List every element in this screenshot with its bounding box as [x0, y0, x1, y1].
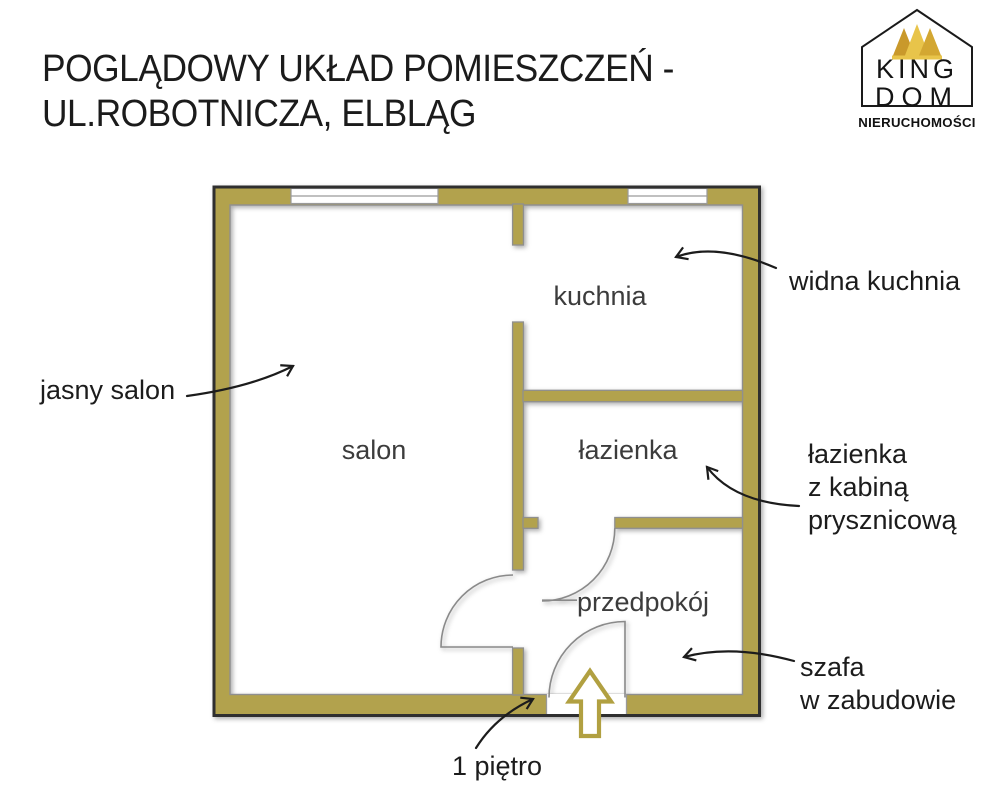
page-title-line2: UL.ROBOTNICZA, ELBLĄG: [42, 92, 477, 135]
window-kuchnia: [627, 187, 708, 205]
inner-wall-line: [229, 204, 744, 696]
arrow-lazienka-kabina: [705, 465, 801, 508]
page-title-line1: POGLĄDOWY UKŁAD POMIESZCZEŃ -: [42, 48, 674, 91]
annotation-szafa: szafa w zabudowie: [799, 652, 956, 715]
wall-kuchnia-lazienka: [522, 389, 744, 403]
door-entrance: [548, 620, 626, 698]
annotation-arrows: [185, 246, 801, 750]
perimeter-outline: [212, 185, 761, 717]
wall-lazienka-hall-stub: [522, 516, 539, 529]
door-lazienka: [541, 528, 616, 602]
logo-crown-icon: [892, 24, 942, 60]
page-title: POGLĄDOWY UKŁAD POMIESZCZEŃ - UL.ROBOTNI…: [42, 47, 674, 135]
annotation-pietro: 1 piętro: [452, 751, 542, 781]
door-salon: [440, 574, 514, 648]
window-salon: [290, 187, 439, 205]
entrance-arrow-icon: [565, 667, 615, 739]
svg-text:łazienka: łazienka: [808, 439, 908, 469]
wall-lazienka-hall-right: [614, 516, 744, 529]
svg-text:prysznicową: prysznicową: [808, 505, 958, 535]
svg-text:z kabiną: z kabiną: [808, 472, 910, 502]
room-label-przedpokoj: przedpokój: [577, 587, 709, 617]
apartment-outline: [212, 185, 761, 717]
room-label-lazienka: łazienka: [578, 435, 678, 465]
annotation-lazienka-kabina: łazienka z kabiną prysznicową: [808, 439, 958, 535]
svg-text:szafa: szafa: [800, 652, 866, 682]
annotation-widna-kuchnia: widna kuchnia: [788, 266, 961, 296]
arrow-widna-kuchnia: [674, 246, 778, 270]
agency-logo: KING DOM NIERUCHOMOŚCI: [858, 8, 975, 130]
logo-text-king: KING: [876, 54, 958, 84]
arrow-jasny-salon: [185, 364, 295, 398]
arrow-pietro: [474, 696, 535, 750]
room-label-kuchnia: kuchnia: [553, 281, 647, 311]
svg-text:w zabudowie: w zabudowie: [799, 685, 956, 715]
wall-salon-hall-lower: [511, 647, 525, 696]
annotation-jasny-salon: jasny salon: [39, 375, 175, 405]
wall-salon-kuchnia: [511, 203, 525, 246]
wall-salon-hall-upper: [511, 321, 525, 571]
interior-walls: [511, 203, 744, 696]
room-label-salon: salon: [342, 435, 407, 465]
logo-subtitle: NIERUCHOMOŚCI: [858, 115, 975, 130]
logo-text-dom: DOM: [875, 82, 959, 112]
arrow-szafa: [681, 647, 796, 663]
